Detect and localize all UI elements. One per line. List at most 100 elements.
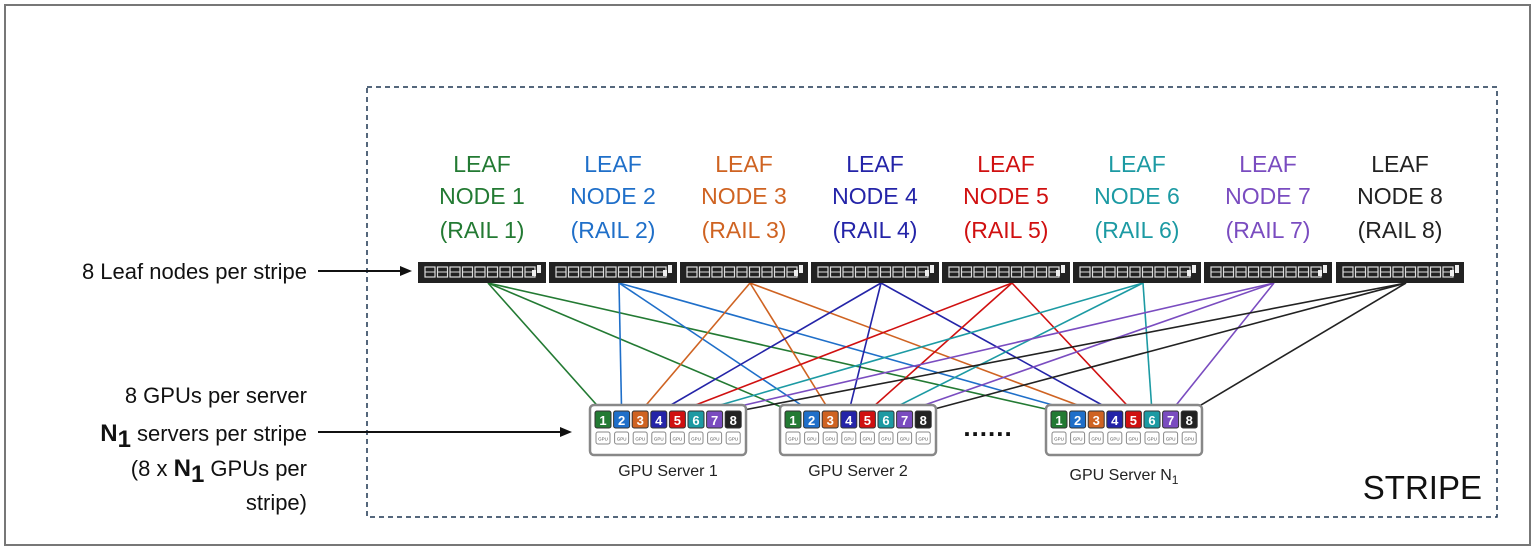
gpu-chip-label: GPU	[1184, 437, 1194, 442]
rail-link-8-server-2	[922, 282, 1407, 413]
rail-link-3-server-2	[749, 282, 831, 413]
gpu-chip-label: GPU	[918, 437, 928, 442]
leaf-node-label: NODE 8	[1357, 183, 1443, 209]
leaf-node-label: NODE 7	[1225, 183, 1311, 209]
leaf-switch-8[interactable]	[1336, 262, 1464, 283]
nic-port-number: 8	[730, 413, 737, 428]
gpu-chip-icon	[1125, 431, 1141, 445]
rail-link-4-server-3	[880, 282, 1116, 413]
leaf-node-label: LEAF	[453, 151, 511, 177]
leaf-switch-2[interactable]	[549, 262, 677, 283]
nic-port-number: 7	[1167, 413, 1174, 428]
nic-port-4	[840, 410, 858, 429]
switch-uplink-icon	[799, 265, 803, 273]
server-name: GPU Server N1	[1070, 467, 1179, 487]
nic-port-number: 2	[618, 413, 625, 428]
rail-link-7-server-1	[714, 282, 1275, 413]
nic-port-number: 3	[827, 413, 834, 428]
nic-port-7	[896, 410, 914, 429]
rail-link-7-server-3	[1169, 282, 1275, 413]
gpu-chip-label: GPU	[881, 437, 891, 442]
rail-link-5-server-1	[677, 282, 1013, 413]
server-name: GPU Server 2	[808, 463, 908, 480]
gpu-chip-icon	[1088, 431, 1104, 445]
switch-uplink-icon	[930, 265, 934, 273]
nic-port-5	[858, 410, 876, 429]
stripe-label: STRIPE	[1363, 469, 1482, 506]
gpu-chip-icon	[804, 431, 820, 445]
rail-link-8-server-3	[1188, 282, 1407, 413]
gpu-chip-label: GPU	[863, 437, 873, 442]
switch-uplink-icon	[1187, 270, 1191, 276]
rail-link-3-server-3	[749, 282, 1097, 413]
nic-port-5	[668, 410, 686, 429]
nic-port-number: 6	[882, 413, 889, 428]
nic-port-1	[784, 410, 802, 429]
nic-port-1	[1050, 410, 1068, 429]
rail-link-1-server-2	[487, 282, 794, 413]
nic-port-4	[1106, 410, 1124, 429]
gpu-chip-icon	[859, 431, 875, 445]
gpu-chip-icon	[725, 431, 741, 445]
gpus-per-stripe-label: (8 x N1 GPUs per	[131, 455, 307, 488]
gpu-chip-label: GPU	[900, 437, 910, 442]
gpu-chip-label: GPU	[598, 437, 608, 442]
gpu-chip-label: GPU	[617, 437, 627, 442]
gpu-chip-label: GPU	[1166, 437, 1176, 442]
nic-port-number: 3	[637, 413, 644, 428]
nic-port-number: 7	[901, 413, 908, 428]
switch-uplink-icon	[1192, 265, 1196, 273]
gpu-chip-icon	[614, 431, 630, 445]
leaf-node-label: LEAF	[846, 151, 904, 177]
switch-uplink-icon	[1323, 265, 1327, 273]
leaf-switch-1[interactable]	[418, 262, 546, 283]
gpu-chip-label: GPU	[635, 437, 645, 442]
nic-port-number: 5	[864, 413, 871, 428]
switch-uplink-icon	[925, 270, 929, 276]
gpu-chip-label: GPU	[844, 437, 854, 442]
leaf-switch-4[interactable]	[811, 262, 939, 283]
nic-port-number: 6	[692, 413, 699, 428]
nic-port-number: 4	[1111, 413, 1119, 428]
rail-link-1-server-3	[487, 282, 1060, 413]
rail-link-6-server-2	[885, 282, 1144, 413]
stripe-boundary	[366, 86, 1498, 518]
gpu-chip-icon	[915, 431, 931, 445]
leaf-node-label: NODE 3	[701, 183, 787, 209]
leaf-switch-3[interactable]	[680, 262, 808, 283]
nic-port-8	[914, 410, 932, 429]
leaf-node-label: (RAIL 1)	[440, 217, 525, 243]
nic-port-number: 2	[808, 413, 815, 428]
nic-port-7	[706, 410, 724, 429]
gpu-chip-icon	[841, 431, 857, 445]
nic-port-number: 6	[1148, 413, 1155, 428]
leaf-node-label: LEAF	[1239, 151, 1297, 177]
gpu-chip-label: GPU	[825, 437, 835, 442]
nic-port-number: 8	[920, 413, 927, 428]
leaf-switch-7[interactable]	[1204, 262, 1332, 283]
gpu-chip-icon	[632, 431, 648, 445]
nic-port-number: 1	[599, 413, 606, 428]
nic-port-number: 4	[845, 413, 853, 428]
gpu-chip-label: GPU	[788, 437, 798, 442]
gpu-chip-icon	[897, 431, 913, 445]
leaf-switch-6[interactable]	[1073, 262, 1201, 283]
switch-uplink-icon	[532, 270, 536, 276]
leaf-node-label: (RAIL 2)	[571, 217, 656, 243]
nic-port-number: 1	[1055, 413, 1062, 428]
nic-port-number: 7	[711, 413, 718, 428]
leaf-switch-5[interactable]	[942, 262, 1070, 283]
nic-port-2	[803, 410, 821, 429]
rail-link-5-server-2	[866, 282, 1013, 413]
rail-link-3-server-1	[639, 282, 751, 413]
leaf-node-label: LEAF	[1108, 151, 1166, 177]
gpu-chip-label: GPU	[1110, 437, 1120, 442]
leaf-node-label: (RAIL 5)	[964, 217, 1049, 243]
rail-link-4-server-1	[658, 282, 882, 413]
nic-port-8	[724, 410, 742, 429]
leaf-node-label: LEAF	[715, 151, 773, 177]
